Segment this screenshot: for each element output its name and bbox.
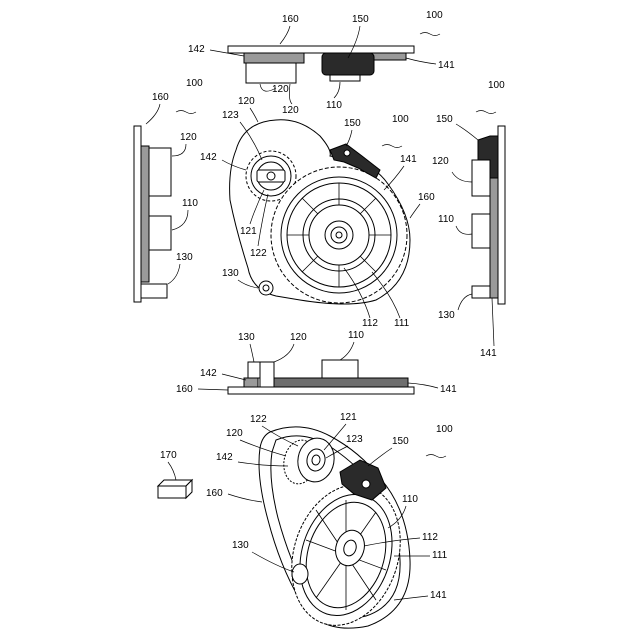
perspective-gear-110 [274, 470, 417, 639]
left-board-160 [134, 126, 141, 302]
label: 120 [272, 84, 289, 95]
right-view: 100 150 120 110 130 141 [432, 80, 505, 359]
label: 130 [232, 540, 249, 551]
label: 141 [438, 60, 455, 71]
label: 112 [422, 532, 438, 543]
top-view: 160 150 100 142 141 120 120 110 [188, 10, 455, 116]
label: 120 [282, 105, 299, 116]
bottom-part-130 [248, 362, 260, 378]
label: 120 [238, 96, 255, 107]
label: 130 [222, 268, 239, 279]
bottom-board-160 [228, 387, 414, 394]
part-130-inner [263, 285, 269, 291]
label: 150 [352, 14, 369, 25]
label: 100 [186, 78, 203, 89]
label: 142 [200, 152, 217, 163]
right-part-110 [472, 214, 490, 248]
left-view: 160 100 120 110 130 [134, 78, 203, 302]
front-view: 120 150 100 123 142 141 160 121 122 130 … [200, 96, 435, 329]
label: 142 [200, 368, 217, 379]
top-housing-142 [244, 53, 304, 63]
label: 123 [222, 110, 239, 121]
bottom-part-120 [260, 362, 274, 387]
label: 100 [436, 424, 453, 435]
bottom-plate-141 [274, 378, 408, 387]
label: 111 [394, 318, 410, 329]
label: 110 [326, 100, 342, 111]
label: 141 [400, 154, 417, 165]
bottom-housing-142 [244, 378, 258, 387]
perspective-part-130 [292, 564, 308, 584]
label: 120 [432, 156, 449, 167]
part-170-block [158, 480, 192, 498]
right-part-130 [472, 286, 490, 298]
latch-hole [362, 480, 370, 488]
label: 100 [426, 10, 443, 21]
top-plate-141 [370, 53, 406, 60]
label: 141 [440, 384, 457, 395]
top-part-110-stub [330, 75, 360, 81]
label: 160 [206, 488, 223, 499]
label: 121 [240, 226, 257, 237]
top-part-120 [246, 63, 296, 83]
label: 120 [226, 428, 243, 439]
label: 160 [418, 192, 435, 203]
label: 130 [438, 310, 455, 321]
label: 170 [160, 450, 177, 461]
label: 100 [392, 114, 409, 125]
perspective-gear-120 [280, 435, 337, 486]
label: 111 [432, 550, 448, 561]
label: 142 [188, 44, 205, 55]
label: 110 [182, 198, 198, 209]
label: 142 [216, 452, 233, 463]
label: 110 [348, 330, 364, 341]
top-board-160 [228, 46, 414, 53]
label: 160 [176, 384, 193, 395]
bottom-part-110 [322, 360, 358, 378]
label: 110 [438, 214, 454, 225]
perspective-view: 122 121 120 123 100 142 150 170 160 110 … [158, 412, 453, 640]
label: 160 [152, 92, 169, 103]
label: 112 [362, 318, 378, 329]
label: 100 [488, 80, 505, 91]
right-board [498, 126, 505, 304]
label: 141 [480, 348, 497, 359]
label: 120 [180, 132, 197, 143]
left-part-130 [141, 284, 167, 298]
label: 130 [176, 252, 193, 263]
label: 120 [290, 332, 307, 343]
label: 160 [282, 14, 299, 25]
label: 130 [238, 332, 255, 343]
label: 121 [340, 412, 357, 423]
left-housing [141, 146, 149, 282]
label: 122 [250, 414, 267, 425]
label: 123 [346, 434, 363, 445]
latch-pivot [344, 150, 350, 156]
top-part-150 [322, 53, 374, 75]
label: 141 [430, 590, 447, 601]
label: 150 [436, 114, 453, 125]
label: 122 [250, 248, 267, 259]
right-part-120 [472, 160, 490, 196]
label: 150 [392, 436, 409, 447]
left-part-110 [149, 216, 171, 250]
bottom-view: 130 120 110 142 160 141 [176, 330, 457, 395]
label: 110 [402, 494, 418, 505]
left-part-120 [149, 148, 171, 196]
label: 150 [344, 118, 361, 129]
